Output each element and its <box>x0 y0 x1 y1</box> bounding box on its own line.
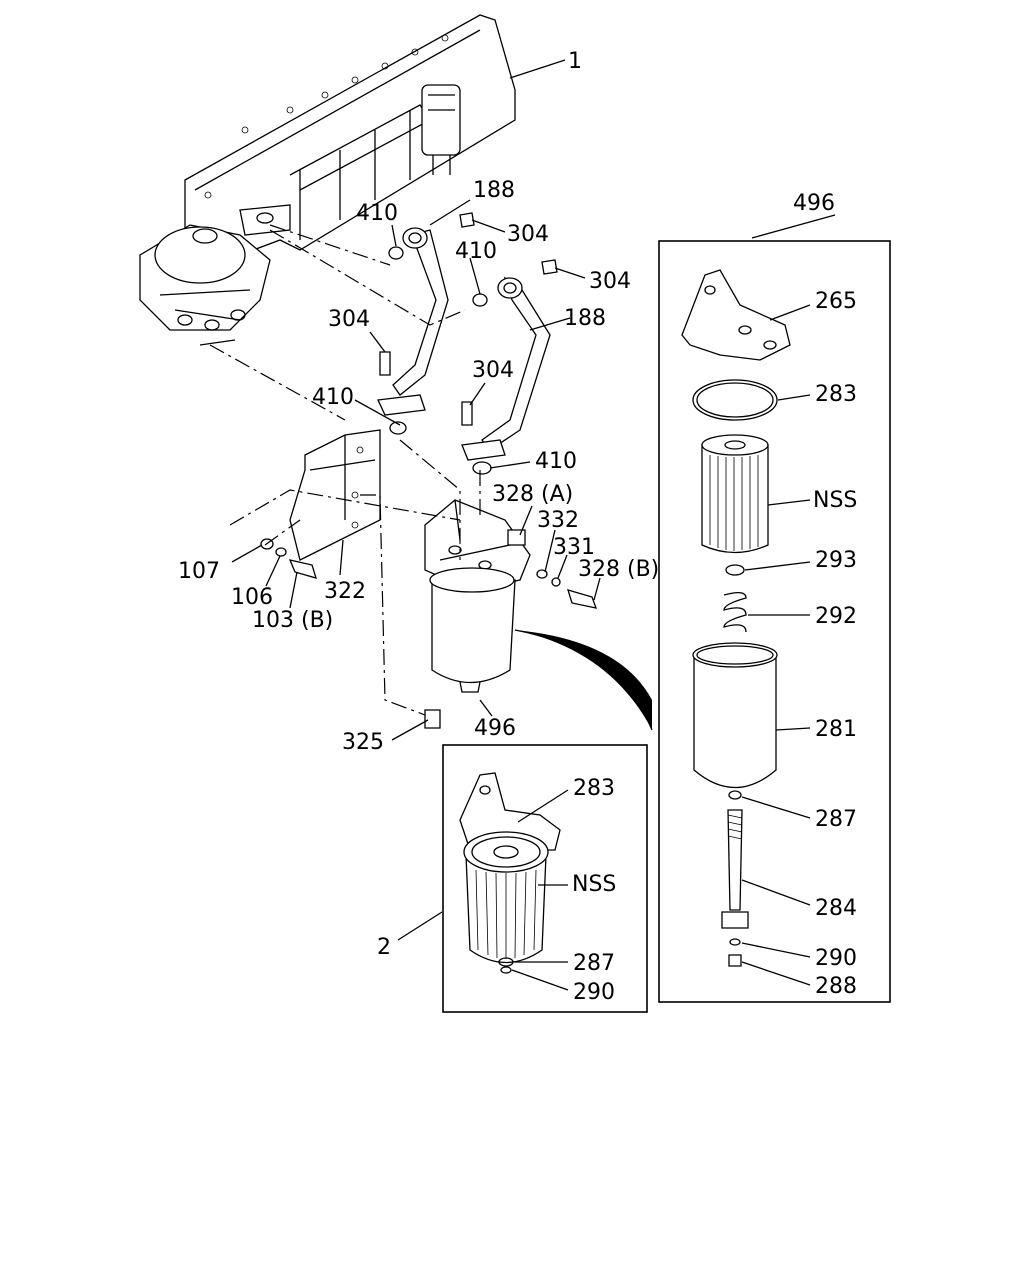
label-322: 322 <box>324 579 366 604</box>
label-496-main: 496 <box>474 716 516 741</box>
label-496-box: 496 <box>793 191 835 216</box>
label-332: 332 <box>537 508 579 533</box>
label-410-middle: 410 <box>455 239 497 264</box>
part-labels: 1 188 188 410 410 410 410 304 304 304 30… <box>178 49 857 1005</box>
label-290-right: 290 <box>815 946 857 971</box>
label-284: 284 <box>815 896 857 921</box>
label-331: 331 <box>553 535 595 560</box>
label-410-upper: 410 <box>356 201 398 226</box>
label-304-left: 304 <box>328 307 370 332</box>
label-304-right: 304 <box>589 269 631 294</box>
label-292: 292 <box>815 604 857 629</box>
label-2: 2 <box>377 935 391 960</box>
label-287-lower: 287 <box>573 951 615 976</box>
label-188-right: 188 <box>564 306 606 331</box>
oil-pipes-illustration <box>377 227 551 461</box>
alternate-filter-box <box>442 744 648 1013</box>
dash-lines <box>209 224 481 716</box>
label-288: 288 <box>815 974 857 999</box>
label-325: 325 <box>342 730 384 755</box>
leader-lines <box>231 59 836 991</box>
label-410-lower: 410 <box>535 449 577 474</box>
label-410-left: 410 <box>312 385 354 410</box>
label-188-upper: 188 <box>473 178 515 203</box>
label-293: 293 <box>815 548 857 573</box>
label-107: 107 <box>178 559 220 584</box>
label-283-right: 283 <box>815 382 857 407</box>
label-304-upper: 304 <box>507 222 549 247</box>
engine-block-illustration <box>139 14 516 346</box>
label-283-lower: 283 <box>573 776 615 801</box>
label-287-right: 287 <box>815 807 857 832</box>
gaskets-and-bolts <box>379 212 558 475</box>
label-103b: 103 (B) <box>252 608 333 633</box>
exploded-filter-box <box>658 240 891 1003</box>
label-304-middle: 304 <box>472 358 514 383</box>
main-filter-illustration <box>424 499 653 731</box>
label-290-lower: 290 <box>573 980 615 1005</box>
label-328a: 328 (A) <box>492 482 573 507</box>
label-nss-lower: NSS <box>572 872 616 897</box>
small-hardware <box>260 538 598 609</box>
bracket-322-illustration <box>289 429 381 561</box>
label-nss-right: NSS <box>813 488 857 513</box>
label-1: 1 <box>568 49 582 74</box>
label-328b: 328 (B) <box>578 557 659 582</box>
label-281: 281 <box>815 717 857 742</box>
label-265: 265 <box>815 289 857 314</box>
label-106: 106 <box>231 585 273 610</box>
